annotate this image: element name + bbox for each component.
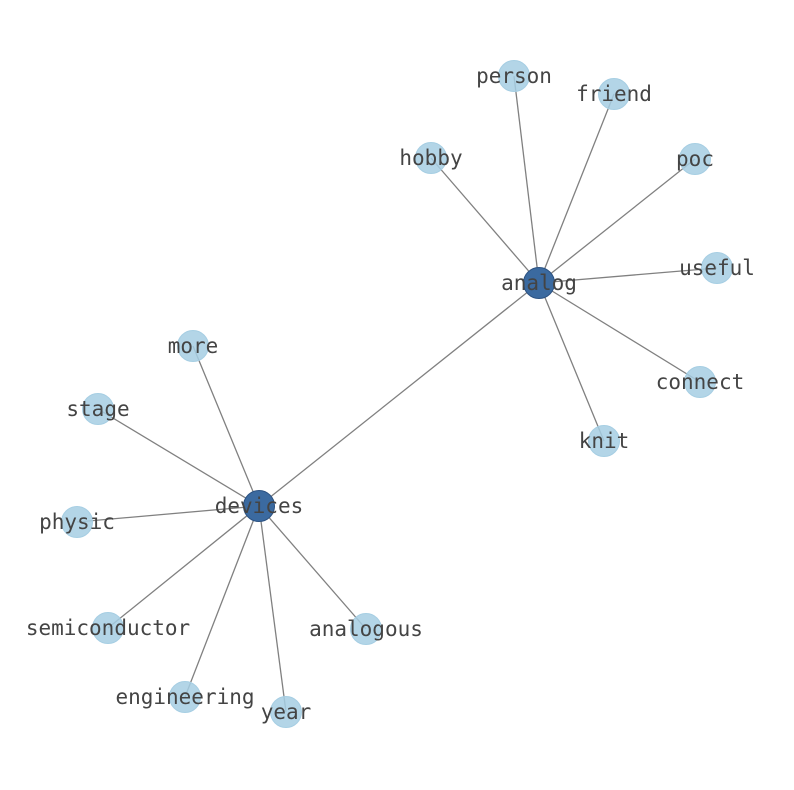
edge-devices-more — [192, 345, 260, 507]
edge-devices-engineering — [184, 505, 260, 698]
node-label-connect: connect — [656, 370, 745, 394]
graph-edges — [76, 75, 718, 713]
node-label-stage: stage — [66, 397, 129, 421]
node-label-knit: knit — [579, 429, 630, 453]
node-person — [498, 60, 530, 92]
node-physic — [61, 506, 93, 538]
node-hobby — [415, 142, 447, 174]
node-devices — [243, 490, 275, 522]
edge-analog-poc — [538, 158, 696, 284]
node-connect — [684, 366, 716, 398]
edge-devices-stage — [97, 408, 260, 507]
node-label-hobby: hobby — [399, 146, 462, 170]
node-label-physic: physic — [39, 510, 115, 534]
edge-devices-physic — [76, 505, 260, 523]
node-label-poc: poc — [676, 147, 714, 171]
node-year — [270, 696, 302, 728]
node-label-year: year — [261, 700, 312, 724]
edge-devices-year — [258, 505, 287, 713]
edge-analog-useful — [538, 267, 718, 284]
node-label-semiconductor: semiconductor — [26, 616, 190, 640]
node-label-engineering: engineering — [115, 685, 254, 709]
graph-nodes — [61, 60, 733, 728]
node-label-useful: useful — [679, 256, 755, 280]
edge-analog-person — [513, 75, 540, 284]
node-label-analogous: analogous — [309, 617, 423, 641]
edge-devices-analogous — [258, 505, 367, 630]
node-knit — [588, 425, 620, 457]
node-poc — [679, 143, 711, 175]
edge-analog-friend — [538, 93, 615, 284]
node-label-friend: friend — [576, 82, 652, 106]
node-more — [177, 330, 209, 362]
node-friend — [598, 78, 630, 110]
node-engineering — [169, 681, 201, 713]
node-label-analog: analog — [501, 271, 577, 295]
node-analog — [523, 267, 555, 299]
node-stage — [82, 393, 114, 425]
node-useful — [701, 252, 733, 284]
edge-analog-knit — [538, 282, 605, 442]
node-label-more: more — [168, 334, 219, 358]
edge-analog-connect — [538, 282, 701, 383]
edge-analog-hobby — [430, 157, 540, 284]
edge-analog-devices — [258, 282, 540, 507]
node-label-devices: devices — [215, 494, 304, 518]
graph-labels: analog devices person friend hobby poc useful c… — [26, 64, 755, 724]
node-label-person: person — [476, 64, 552, 88]
node-analogous — [350, 613, 382, 645]
edge-devices-semiconductor — [107, 505, 260, 629]
node-semiconductor — [92, 612, 124, 644]
